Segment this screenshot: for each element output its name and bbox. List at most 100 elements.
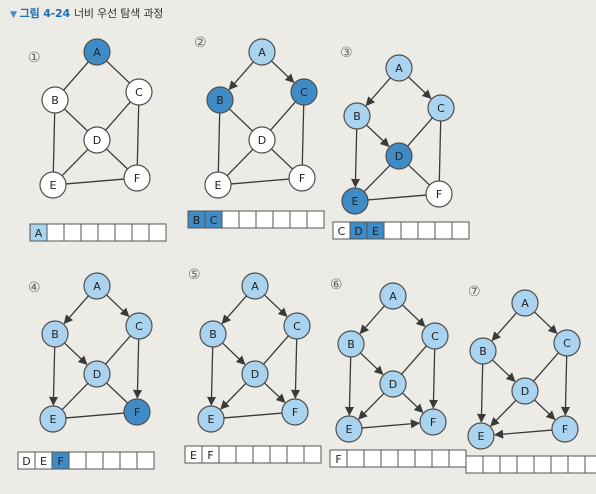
queue-cell bbox=[448, 449, 467, 468]
graph-node bbox=[83, 360, 111, 388]
queue-cell bbox=[119, 451, 138, 470]
graph-edge bbox=[263, 335, 289, 365]
graph-edge bbox=[228, 108, 254, 132]
graph-node bbox=[199, 320, 227, 348]
queue-cell bbox=[114, 223, 133, 242]
edge-arrow bbox=[491, 312, 517, 342]
queue-cell bbox=[272, 210, 291, 229]
graph-node bbox=[83, 38, 111, 66]
node-label: A bbox=[258, 46, 266, 59]
graph-node bbox=[385, 142, 413, 170]
node-label: F bbox=[430, 416, 436, 429]
edge-arrow bbox=[533, 399, 556, 420]
edge-arrow bbox=[290, 338, 301, 399]
queue-cell bbox=[414, 449, 433, 468]
edge-arrow bbox=[220, 382, 247, 410]
graph-edge bbox=[105, 60, 131, 84]
edge-arrow bbox=[221, 342, 246, 365]
edge-arrow bbox=[132, 338, 143, 399]
queue-cell bbox=[346, 449, 365, 468]
graph-edge bbox=[105, 101, 131, 131]
graph-node bbox=[204, 171, 232, 199]
node-label: B bbox=[353, 110, 361, 123]
queue-cell bbox=[380, 449, 399, 468]
queue-cell bbox=[255, 210, 274, 229]
graph-edge bbox=[367, 194, 427, 201]
graph-node bbox=[281, 398, 309, 426]
queue-cell bbox=[397, 449, 416, 468]
graph-edge bbox=[136, 104, 140, 166]
graph-node bbox=[379, 282, 407, 310]
graph-edge bbox=[61, 382, 89, 411]
graph-node bbox=[511, 289, 539, 317]
node-label: B bbox=[347, 338, 355, 351]
graph-node bbox=[283, 312, 311, 340]
queue-item: C bbox=[210, 214, 218, 227]
figure-caption: 너비 우선 탐색 과정 bbox=[73, 7, 164, 20]
queue-cell bbox=[218, 445, 237, 464]
graph-edge bbox=[270, 148, 294, 170]
queue-cell bbox=[46, 223, 65, 242]
queue-cell bbox=[584, 455, 596, 474]
node-label: F bbox=[292, 406, 298, 419]
node-label: A bbox=[389, 290, 397, 303]
edge-arrow bbox=[560, 355, 571, 416]
graph-node bbox=[125, 78, 153, 106]
node-label: A bbox=[251, 280, 259, 293]
graph-node bbox=[341, 187, 369, 215]
graph-node bbox=[385, 54, 413, 82]
queue-cell bbox=[516, 455, 535, 474]
queue-item: C bbox=[338, 225, 346, 238]
node-label: B bbox=[51, 94, 59, 107]
step-label: ③ bbox=[340, 45, 353, 61]
queue-cell bbox=[80, 223, 99, 242]
node-label: E bbox=[478, 430, 485, 443]
graph-edge bbox=[533, 352, 559, 382]
queue-cell bbox=[383, 221, 402, 240]
node-label: E bbox=[215, 179, 222, 192]
graph-node bbox=[335, 415, 363, 443]
edge-arrow bbox=[263, 294, 288, 317]
graph-node bbox=[467, 422, 495, 450]
graph-node bbox=[123, 164, 151, 192]
step-label: ① bbox=[28, 50, 41, 66]
edge-arrow bbox=[401, 392, 424, 413]
queue-bar bbox=[465, 455, 596, 474]
step-label: ② bbox=[194, 35, 207, 51]
graph-edge bbox=[363, 164, 391, 193]
node-label: B bbox=[51, 328, 59, 341]
graph-edge bbox=[105, 382, 129, 404]
queue-cell bbox=[238, 210, 257, 229]
graph-node bbox=[248, 126, 276, 154]
node-label: C bbox=[293, 320, 301, 333]
graph-node bbox=[379, 370, 407, 398]
graph-node bbox=[288, 164, 316, 192]
node-label: D bbox=[389, 378, 397, 391]
queue-cell bbox=[136, 451, 155, 470]
graph-edge bbox=[105, 335, 131, 365]
node-label: B bbox=[479, 345, 487, 358]
queue-item: E bbox=[40, 455, 47, 468]
edge-arrow bbox=[476, 363, 487, 423]
node-label: D bbox=[258, 134, 266, 147]
edge-arrow bbox=[365, 124, 390, 147]
queue-cell bbox=[482, 455, 501, 474]
node-label: A bbox=[93, 46, 101, 59]
node-label: B bbox=[216, 94, 224, 107]
queue-cell bbox=[252, 445, 271, 464]
graph-edge bbox=[52, 112, 56, 173]
queue-cell bbox=[289, 210, 308, 229]
queue-cell bbox=[68, 451, 87, 470]
graph-node bbox=[425, 180, 453, 208]
graph-edge bbox=[438, 120, 442, 182]
node-label: D bbox=[521, 385, 529, 398]
node-label: D bbox=[93, 368, 101, 381]
graph-node bbox=[421, 322, 449, 350]
